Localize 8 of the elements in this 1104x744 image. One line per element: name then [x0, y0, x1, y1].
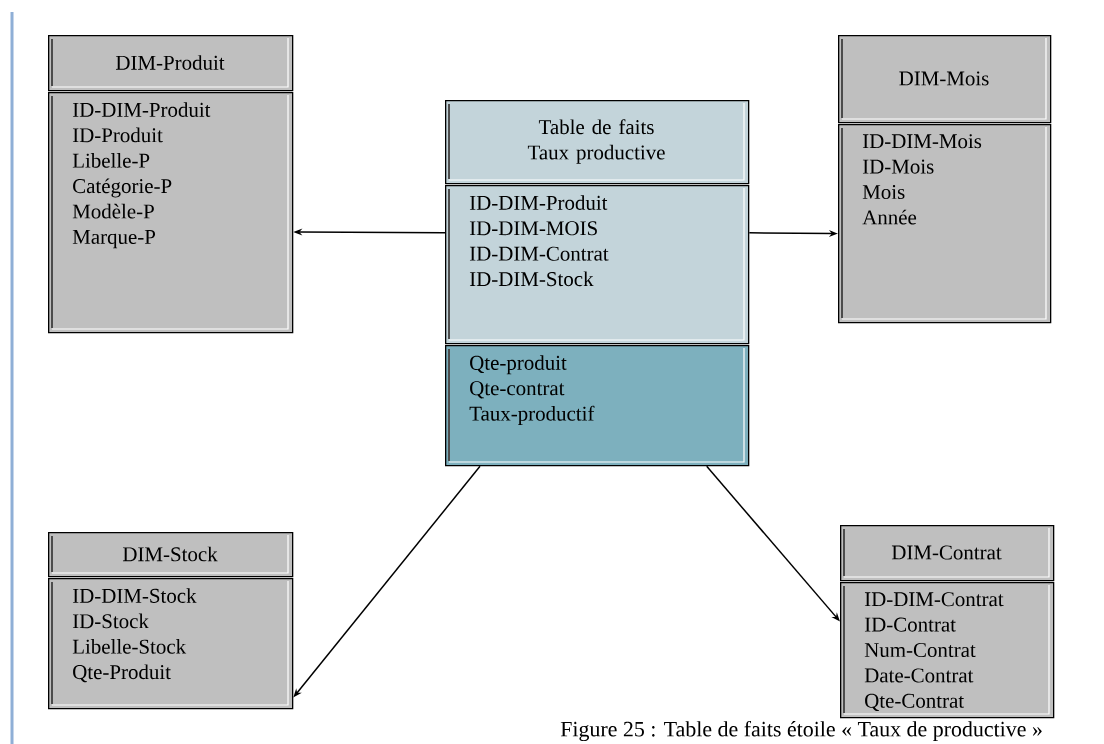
table-header: DIM-Contrat — [840, 525, 1055, 582]
table-header: DIM-Stock — [48, 532, 294, 578]
table-header: DIM-Produit — [48, 35, 294, 92]
table-fields: ID-DIM-Produit ID-DIM-MOIS ID-DIM-Contrat ID-DIM-Stock — [445, 185, 750, 345]
caption: Figure 25 : Table de faits étoile « Taux de productive » — [560, 720, 1042, 742]
table-header: DIM-Mois — [838, 35, 1052, 124]
table-header: Table de faits Taux productive — [445, 100, 750, 185]
table-fields: Qte-produit Qte-contrat Taux-productif — [445, 345, 750, 467]
